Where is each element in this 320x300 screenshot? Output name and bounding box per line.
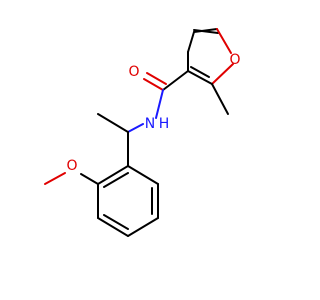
methoxy-oxygen-label: O	[66, 158, 77, 174]
bond-ph-4-5	[97, 217, 129, 237]
bond-furan-o-c2	[211, 63, 234, 85]
bond-carbonyl-n	[155, 89, 164, 119]
furan-ring	[187, 28, 234, 85]
bond-ch-methyl	[97, 113, 129, 133]
benzene-ring	[97, 165, 159, 237]
bond-ph-1-2	[127, 165, 159, 185]
bond-furan-c2-c1-double	[190, 66, 210, 78]
bond-furan-c3-o	[216, 28, 232, 54]
bond-n-ch	[127, 123, 144, 133]
background	[0, 0, 300, 300]
bond-carbonyl-double-1	[143, 78, 164, 91]
bond-ph-6-1	[97, 165, 129, 185]
bond-ph-o	[80, 173, 99, 185]
bond-furan-methyl	[211, 83, 229, 115]
bond-ph-6-1-double	[103, 172, 129, 188]
bond-furan-c4-c5	[187, 31, 195, 53]
chemical-structure-diagram: O O N H O	[0, 0, 300, 300]
amide-nitrogen-label: N	[145, 116, 155, 132]
amide-hydrogen-label: H	[159, 116, 170, 132]
bond-ph-3-4	[127, 217, 159, 237]
bond-furan-c4-c3	[193, 28, 218, 33]
bond-furan-c2-c1	[187, 70, 213, 85]
carbonyl-oxygen-label: O	[128, 64, 139, 80]
bond-ring-carbonyl-c	[162, 70, 189, 91]
bond-ph-4-5-double	[103, 214, 129, 230]
bond-o-ch3	[44, 172, 66, 185]
furan-oxygen-label: O	[229, 52, 240, 68]
bond-carbonyl-double-2	[146, 72, 167, 85]
